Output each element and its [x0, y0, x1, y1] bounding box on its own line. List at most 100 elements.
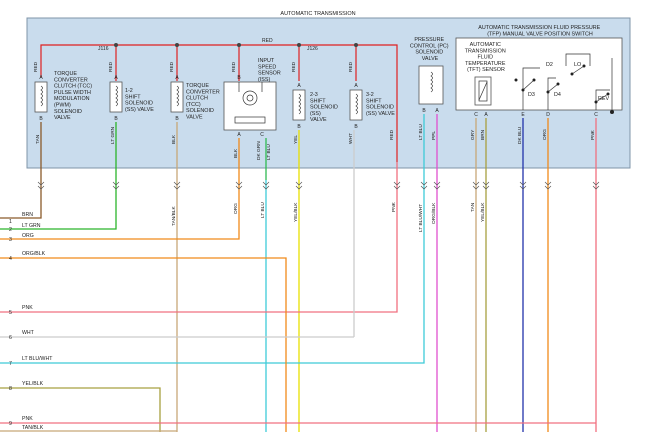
harness-num-1: 1 — [9, 219, 12, 225]
tcc-solenoid — [170, 81, 184, 113]
red-bus-label: RED — [262, 38, 273, 44]
coil-tccsol — [176, 85, 179, 107]
pin-a-iss: A — [237, 132, 241, 138]
red-label-tccsol: RED — [169, 61, 175, 72]
coil-23 — [298, 93, 301, 115]
switch-d3: D3 — [528, 92, 535, 98]
tfp-dots — [514, 64, 614, 114]
red-bus — [40, 44, 398, 162]
wire-pnk-5 — [0, 162, 398, 313]
pin-a-23: A — [297, 83, 301, 89]
wire-org-iss — [0, 138, 240, 240]
red-label-12: RED — [108, 61, 114, 72]
harness-num-3: 3 — [9, 237, 12, 243]
wl-tan-blk-ex: TAN/BLK — [171, 206, 177, 226]
harness-label-1: BRN — [22, 212, 33, 218]
splice-j116: J116 — [98, 46, 109, 52]
wl-blk: BLK — [171, 134, 177, 144]
pin-b-iss: B — [237, 75, 241, 81]
pin-letters: A B A B A B B A C A B A B B A C A E D C — [39, 75, 598, 138]
label-tft: AUTOMATIC TRANSMISSION FLUID TEMPERATURE… — [465, 42, 508, 73]
pin-e-tfp: E — [521, 112, 525, 118]
harness-num-2: 2 — [9, 227, 12, 233]
label-ss-23: 2-3 SHIFT SOLENOID (SS) VALVE — [310, 92, 339, 123]
pin-b-12: B — [114, 116, 118, 122]
component-labels: TORQUE CONVERTER CLUTCH (TCC) PULSE WIDT… — [54, 25, 609, 123]
pin-c-iss: C — [260, 132, 264, 138]
pin-a-tfp: A — [484, 112, 488, 118]
harness-label-5: PNK — [22, 305, 33, 311]
wl-yel: YEL — [293, 135, 299, 144]
wl-lt-blu-pc: LT BLU — [418, 124, 424, 140]
label-pc: PRESSURE CONTROL (PC) SOLENOID VALVE — [410, 37, 450, 62]
wl-dk-blu: DK BLU — [517, 126, 523, 144]
wl-lt-blu-wht-ex: LT BLU/WHT — [418, 204, 424, 232]
pin-a-tcc: A — [39, 75, 43, 81]
label-iss: INPUT SPEED SENSOR (ISS) — [258, 58, 282, 83]
pin-b-tccsol: B — [175, 116, 179, 122]
harness-label-7: LT BLU/WHT — [22, 356, 53, 362]
wl-pnk-ex: PNK — [391, 201, 397, 212]
coil-32 — [355, 93, 358, 115]
ss-32-solenoid — [349, 89, 363, 121]
harness-label-3: ORG — [22, 233, 34, 239]
wl-org-ex: ORG — [233, 203, 239, 214]
switch-d4: D4 — [554, 92, 561, 98]
harness-num-8: 8 — [9, 386, 12, 392]
wl-org: ORG — [542, 129, 548, 140]
harness-label-4: ORG/BLK — [22, 251, 46, 257]
harness-label-9: PNK — [22, 416, 33, 422]
pin-a-12: A — [114, 75, 118, 81]
wl-org-blk-ex: ORG/BLK — [431, 202, 437, 224]
pin-a-tccsol: A — [175, 75, 179, 81]
connector-marks — [37, 181, 600, 190]
wl-pnk: PNK — [590, 129, 596, 140]
wl-tan-ex: TAN — [470, 202, 476, 212]
harness-num-6: 6 — [9, 335, 12, 341]
wl-lt-blu-iss: LT BLU — [266, 144, 272, 160]
wire-org-blk — [0, 257, 287, 432]
wire-lt-grn — [0, 122, 117, 230]
wl-gry: GRY — [470, 129, 476, 140]
wires — [0, 114, 597, 432]
harness-label-6: WHT — [22, 330, 35, 336]
harness-num-5: 5 — [9, 310, 12, 316]
red-label-23: RED — [291, 61, 297, 72]
ss-12-solenoid — [109, 81, 123, 113]
label-ss-32: 3-2 SHIFT SOLENOID (SS) VALVE — [366, 92, 395, 117]
harness-num-7: 7 — [9, 361, 12, 367]
harness-label-8: YEL/BLK — [22, 381, 44, 387]
tcc-pwm-solenoid — [34, 81, 48, 113]
pin-d-tfp: D — [546, 112, 550, 118]
harness-num-9: 9 — [9, 421, 12, 427]
pin-b-pc: B — [422, 108, 426, 114]
ss-23-solenoid — [292, 89, 306, 121]
wl-ppl: PPL — [431, 131, 437, 140]
pin-c-tfp: C — [474, 112, 478, 118]
harness-num-4: 4 — [9, 256, 12, 262]
splice-j126: J126 — [307, 46, 318, 52]
red-label-iss: RED — [231, 61, 237, 72]
red-label-32: RED — [348, 61, 354, 72]
pin-c2-tfp: C — [594, 112, 598, 118]
pc-solenoid — [418, 65, 444, 105]
wl-blk-iss: BLK — [233, 148, 239, 158]
switch-rev: REV — [598, 96, 609, 102]
switch-d2: D2 — [546, 62, 553, 68]
pin-b-23: B — [297, 124, 301, 130]
red-label-pc: RED — [389, 129, 395, 140]
wl-lt-blu-ex: LT BLU — [260, 202, 266, 218]
label-ss-12: 1-2 SHIFT SOLENOID (SS) VALVE — [125, 88, 154, 113]
coil-12 — [115, 85, 118, 107]
wl-yel-blk-tfp-ex: YEL/BLK — [480, 202, 486, 222]
coil-tcc — [40, 85, 43, 107]
wl-lt-grn: LT GRN — [110, 126, 116, 144]
wire-yel-blk-8 — [0, 387, 161, 432]
pin-b-tcc: B — [39, 116, 43, 122]
harness-label-2: LT GRN — [22, 223, 41, 229]
coil-pc — [430, 71, 433, 93]
pin-a-pc: A — [435, 108, 439, 114]
wl-yel-blk-ex: YEL/BLK — [293, 202, 299, 222]
